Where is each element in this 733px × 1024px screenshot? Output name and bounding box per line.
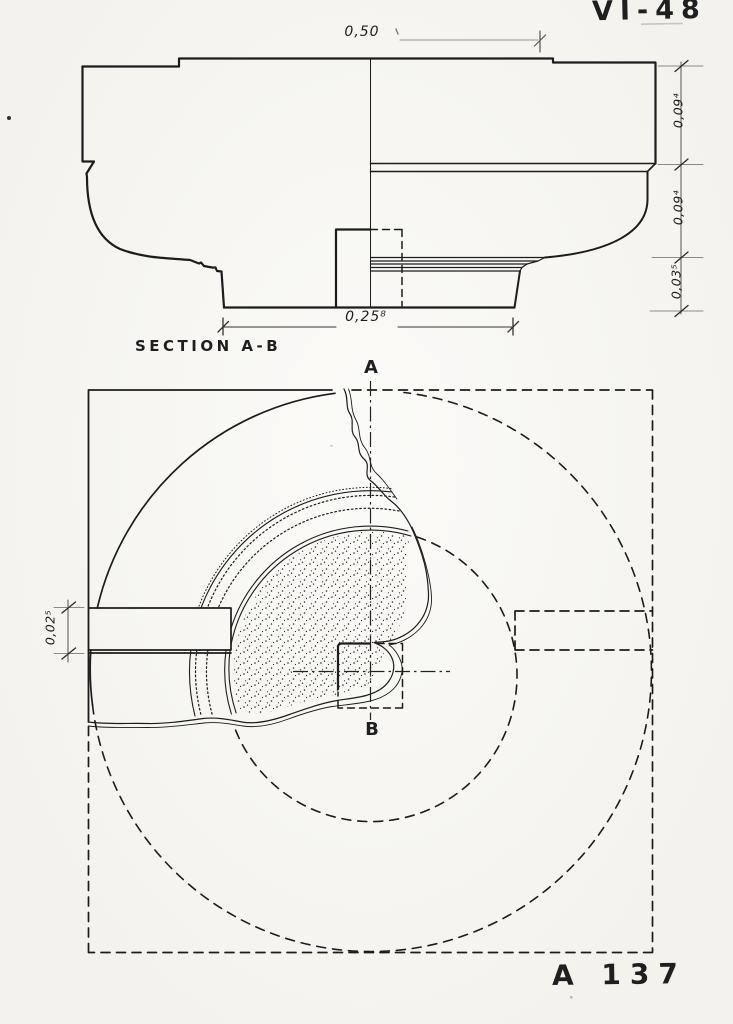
catalog-number-label: A 137 (551, 957, 688, 992)
dim-right-lower-label: 0,03⁵ (668, 263, 684, 300)
dim-right-middle-label: 0,09⁴ (670, 189, 686, 226)
center-lines (293, 381, 450, 720)
plan-dimension-marks (53, 599, 85, 663)
break-lines (87, 388, 432, 728)
dim-plan-left-label: 0,02⁵ (42, 609, 58, 646)
section-view-drawing (81, 57, 657, 309)
drawing-number-label: VI-48 (591, 0, 708, 28)
scan-artifacts (7, 22, 684, 999)
section-dimension-marks (217, 28, 704, 336)
dim-right-upper-label: 0,09⁴ (670, 92, 686, 129)
dim-overall-width-label: 0,50 (344, 24, 380, 40)
dim-foot-width-label: 0,25⁸ (345, 309, 387, 325)
axis-label-b: B (365, 719, 379, 740)
axis-label-a: A (364, 357, 378, 378)
section-title-label: SECTION A-B (135, 337, 282, 355)
plan-view-drawing (87, 389, 654, 954)
stipple-texture (233, 531, 409, 714)
